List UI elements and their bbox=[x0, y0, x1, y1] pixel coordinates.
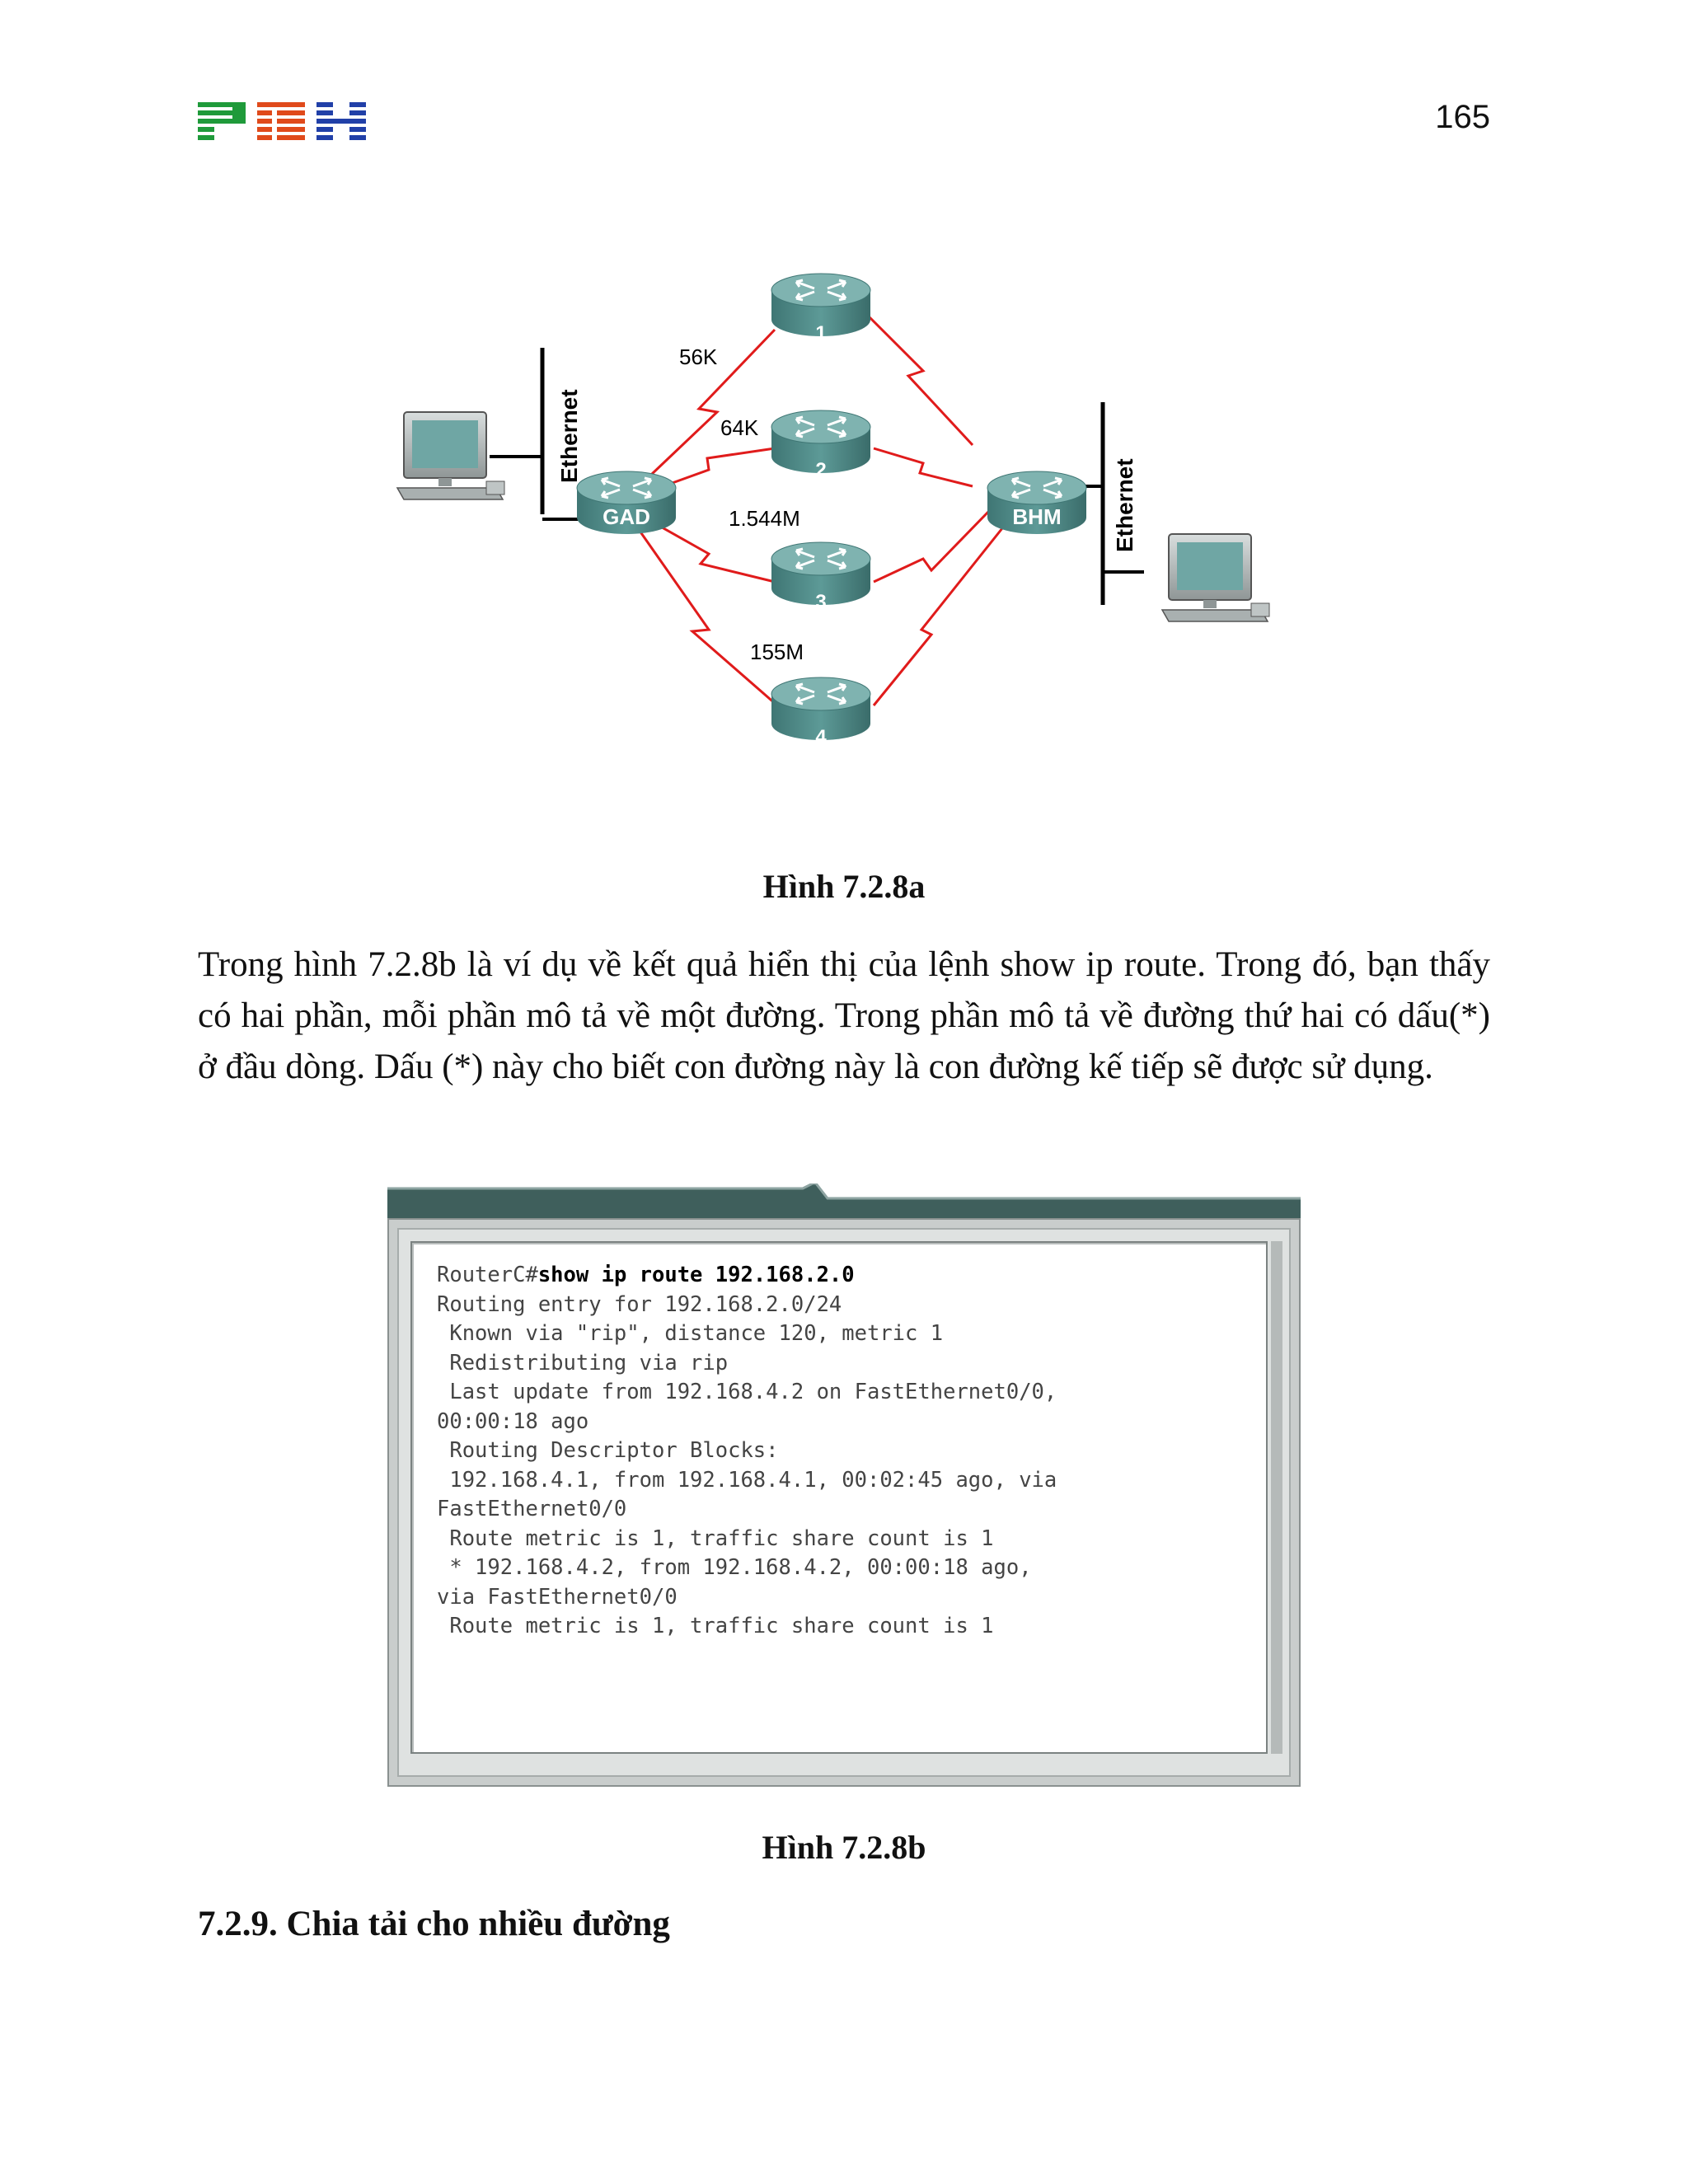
console-line: * 192.168.4.2, from 192.168.4.2, 00:00:1… bbox=[437, 1555, 1032, 1580]
console-line: Known via "rip", distance 120, metric 1 bbox=[437, 1321, 944, 1346]
serial-link-icon bbox=[872, 523, 1007, 706]
serial-link-icon bbox=[649, 328, 776, 476]
console-scrollbar[interactable] bbox=[1271, 1241, 1282, 1754]
console-line: Route metric is 1, traffic share count i… bbox=[437, 1526, 994, 1551]
pnh-logo bbox=[198, 102, 366, 140]
console-line: FastEthernet0/0 bbox=[437, 1497, 627, 1521]
console-line: via FastEthernet0/0 bbox=[437, 1584, 678, 1610]
console-title-bar bbox=[387, 1183, 1301, 1220]
figure-caption-a: Hình 7.2.8a bbox=[762, 868, 926, 905]
console-frame: RouterC#show ip route 192.168.2.0 Routin… bbox=[387, 1218, 1301, 1787]
router-label-gad: GAD bbox=[603, 504, 650, 529]
router-label-bhm: BHM bbox=[1012, 504, 1061, 529]
serial-link-icon bbox=[638, 530, 784, 712]
link-label-155m: 155M bbox=[750, 640, 804, 664]
link-label-1544m: 1.544M bbox=[729, 506, 800, 531]
console-output: RouterC#show ip route 192.168.2.0 Routin… bbox=[437, 1261, 1057, 1642]
router-label-1: 1 bbox=[815, 322, 826, 344]
serial-links bbox=[638, 313, 1007, 712]
console-line: Last update from 192.168.4.2 on FastEthe… bbox=[437, 1380, 1057, 1404]
console-screen: RouterC#show ip route 192.168.2.0 Routin… bbox=[410, 1241, 1268, 1754]
serial-link-icon bbox=[644, 516, 776, 583]
section-heading: 7.2.9. Chia tải cho nhiều đường bbox=[198, 1905, 670, 1943]
console-line: 00:00:18 ago bbox=[437, 1408, 589, 1434]
router-label-2: 2 bbox=[815, 459, 826, 481]
logo-letter-p bbox=[198, 102, 246, 140]
serial-link-icon bbox=[865, 313, 974, 447]
console-line: Route metric is 1, traffic share count i… bbox=[437, 1614, 994, 1638]
router-label-4: 4 bbox=[815, 726, 827, 748]
ethernet-right-label: Ethernet bbox=[1112, 458, 1137, 552]
network-diagram: Ethernet Ethernet 56K 64K 1.544M 155M GA… bbox=[396, 272, 1270, 748]
console-line: Routing entry for 192.168.2.0/24 bbox=[437, 1291, 842, 1317]
logo-letter-n bbox=[257, 102, 305, 140]
serial-link-icon bbox=[873, 447, 973, 488]
link-label-56k: 56K bbox=[679, 344, 718, 369]
logo-letter-h bbox=[316, 102, 366, 140]
page-number: 165 bbox=[1435, 99, 1490, 135]
ethernet-left-label: Ethernet bbox=[556, 389, 582, 483]
router-label-3: 3 bbox=[815, 591, 826, 613]
console-line: Routing Descriptor Blocks: bbox=[437, 1438, 779, 1463]
serial-link-icon bbox=[873, 509, 991, 583]
link-label-64k: 64K bbox=[720, 415, 759, 440]
figure-caption-b: Hình 7.2.8b bbox=[762, 1829, 926, 1866]
body-paragraph: Trong hình 7.2.8b là ví dụ về kết quả hi… bbox=[198, 945, 1490, 1086]
console-prompt: RouterC# bbox=[437, 1263, 538, 1287]
pc-icon-left bbox=[396, 411, 505, 500]
console-line: Redistributing via rip bbox=[437, 1350, 729, 1376]
serial-link-icon bbox=[649, 447, 776, 493]
console-line: 192.168.4.1, from 192.168.4.1, 00:02:45 … bbox=[437, 1467, 1057, 1493]
console-window: RouterC#show ip route 192.168.2.0 Routin… bbox=[387, 1183, 1301, 1787]
console-command: show ip route 192.168.2.0 bbox=[537, 1263, 855, 1287]
pc-icon-right bbox=[1161, 533, 1270, 622]
